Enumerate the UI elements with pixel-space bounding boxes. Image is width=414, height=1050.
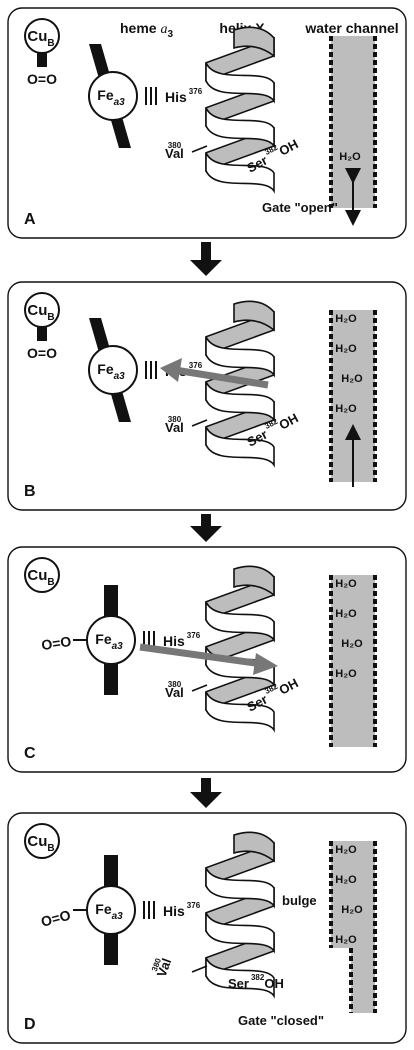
panel-letter-d: D xyxy=(24,1016,36,1033)
h2o-label: H₂O xyxy=(341,373,363,385)
val-bond xyxy=(191,965,208,973)
h2o-label: H₂O xyxy=(335,608,357,620)
panel-letter-a: A xyxy=(24,211,36,228)
helix-top-cap xyxy=(233,300,275,332)
helix-front-ribbon xyxy=(205,867,275,909)
h2o-label: H₂O xyxy=(341,638,363,650)
val-label: Val380 xyxy=(149,955,174,980)
helix-top-cap xyxy=(233,565,275,597)
helix-front-ribbon xyxy=(205,336,275,378)
fe-a3-label: Fea3 xyxy=(97,361,125,382)
panel-letter-c: C xyxy=(24,745,36,762)
o2-label: O=O xyxy=(27,345,57,361)
fe-a3-label: Fea3 xyxy=(97,87,125,108)
step-arrow-shaft xyxy=(201,242,211,262)
h2o-label: H₂O xyxy=(335,668,357,680)
cub-label: CuB xyxy=(27,567,54,588)
h2o-label: H₂O xyxy=(335,874,357,886)
h2o-label: H₂O xyxy=(335,313,357,325)
cub-label: CuB xyxy=(27,833,54,854)
shift-arrowhead xyxy=(253,653,278,675)
panel-b: CuBO=OFea3His376Val380Ser382OHH₂OH₂OH₂OH… xyxy=(7,281,407,511)
fe-a3-circle xyxy=(88,345,138,395)
water-channel-fill xyxy=(331,36,375,208)
helix-front-ribbon xyxy=(205,107,275,149)
h2o-label: H₂O xyxy=(335,844,357,856)
water-channel-fill xyxy=(331,841,375,1013)
cub-circle xyxy=(24,557,60,593)
fe-a3-label: Fea3 xyxy=(95,631,123,652)
fe-a3-circle xyxy=(88,71,138,121)
shift-arrowhead xyxy=(160,358,182,382)
o2-label: O=O xyxy=(27,71,57,87)
heme-a3-header: heme a3 xyxy=(120,20,173,40)
helix-top-cap xyxy=(233,26,275,58)
gate-status-label: Gate "closed" xyxy=(238,1013,324,1028)
step-arrow-shaft xyxy=(201,514,211,528)
cub-bond xyxy=(37,327,47,341)
helix-front-ribbon xyxy=(205,381,275,423)
val-bond xyxy=(191,419,208,427)
h2o-label: H₂O xyxy=(335,403,357,415)
step-arrow-head xyxy=(190,792,222,808)
h2o-label: H₂O xyxy=(341,904,363,916)
h2o-label: H₂O xyxy=(339,151,361,163)
step-arrow-head xyxy=(190,260,222,276)
shift-arrow xyxy=(139,643,263,668)
gate-status-label: Gate "open" xyxy=(262,200,338,215)
water-channel-fill xyxy=(331,310,375,482)
bulge-label: bulge xyxy=(282,893,317,908)
water-channel-fill xyxy=(331,575,375,747)
step-arrow-head xyxy=(190,526,222,542)
helix-front-ribbon xyxy=(205,957,275,999)
helix-front-ribbon xyxy=(205,152,275,194)
o2-bound-label: O=O xyxy=(40,633,72,653)
helix-top-cap xyxy=(233,831,275,863)
h2o-label: H₂O xyxy=(335,934,357,946)
panel-letter-b: B xyxy=(24,483,36,500)
val-label: Val380 xyxy=(165,680,184,700)
helix-front-ribbon xyxy=(205,601,275,643)
cub-bond xyxy=(37,53,47,67)
val-bond xyxy=(191,145,208,153)
o2-bound-label: O=O xyxy=(39,907,72,930)
fe-a3-label: Fea3 xyxy=(95,901,123,922)
shift-arrow xyxy=(174,366,269,389)
cub-label: CuB xyxy=(27,302,54,323)
helix-front-ribbon xyxy=(205,912,275,954)
water-channel-header: water channel xyxy=(304,20,398,36)
h2o-label: H₂O xyxy=(335,343,357,355)
val-label: Val380 xyxy=(165,141,184,161)
h2o-label: H₂O xyxy=(335,578,357,590)
cub-label: CuB xyxy=(27,28,54,49)
cub-circle xyxy=(24,823,60,859)
val-bond xyxy=(191,684,208,692)
helix-front-ribbon xyxy=(205,426,275,468)
val-label: Val380 xyxy=(165,415,184,435)
helix-front-ribbon xyxy=(205,691,275,733)
helix-front-ribbon xyxy=(205,62,275,104)
step-arrow-shaft xyxy=(201,778,211,794)
